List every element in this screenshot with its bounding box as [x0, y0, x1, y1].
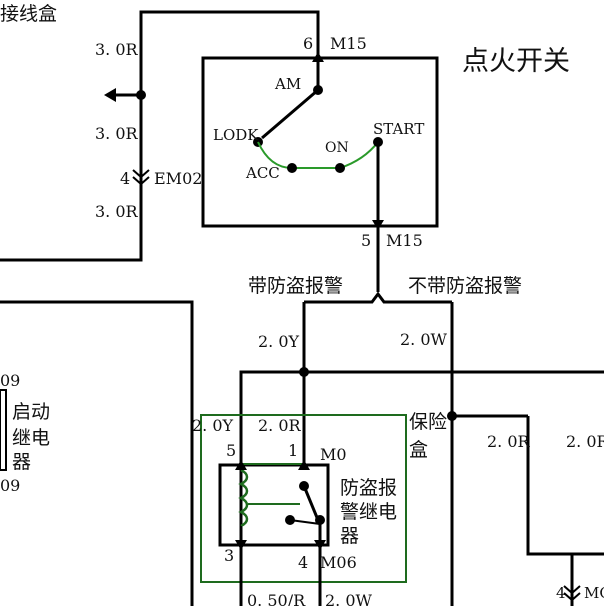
- wire-label: 2. 0Y: [258, 332, 300, 351]
- wire-label: 2. 0Y: [192, 416, 234, 435]
- switch-lever: [261, 88, 319, 140]
- wire-label: 2. 0R: [566, 432, 604, 451]
- start-relay-label: 器: [12, 451, 31, 473]
- wire-label: 3. 0R: [95, 40, 139, 59]
- relay-side-code: 09: [0, 371, 20, 390]
- arrow-down-icon: [372, 220, 384, 230]
- pin-number: 1: [288, 441, 298, 460]
- connector-code: M15: [386, 231, 423, 250]
- wire-junction-top: [0, 10, 320, 262]
- wire-label: 3. 0R: [95, 124, 139, 143]
- ignition-switch-title: 点火开关: [462, 46, 570, 77]
- antitheft-relay-label: 警继电: [340, 501, 397, 523]
- start-relay-bracket: [0, 389, 7, 471]
- wire-label: 0. 50/R: [247, 591, 306, 606]
- antitheft-relay-label: 防盗报: [340, 477, 397, 499]
- junction-dot: [136, 90, 146, 100]
- arrow-left-icon: [104, 88, 116, 102]
- switch-label-start: START: [373, 120, 424, 138]
- switch-acc-contact: [287, 163, 297, 173]
- branch-label-no-alarm: 不带防盗报警: [408, 275, 522, 297]
- switch-label-acc: ACC: [245, 164, 280, 182]
- junction-dot: [299, 367, 309, 377]
- connector-code: EM02: [154, 169, 202, 188]
- switch-position-arc: [257, 141, 379, 169]
- wire-cross-upper: [239, 370, 604, 606]
- relay-coil-icon: [238, 468, 249, 528]
- pin-number: 4: [298, 553, 308, 572]
- relay-side-code: 09: [0, 476, 20, 495]
- relay-contact-arm: [302, 485, 320, 521]
- antitheft-relay-label: 器: [340, 525, 359, 547]
- switch-label-on: ON: [325, 140, 349, 156]
- pin-number: 4: [556, 584, 566, 602]
- connector-code: M15: [330, 34, 367, 53]
- connector-em02-chevron-icon: [132, 169, 150, 179]
- switch-on-contact: [335, 163, 345, 173]
- pin-number: 6: [303, 34, 313, 53]
- antitheft-relay-frame: [200, 414, 407, 583]
- pin-number: 4: [120, 169, 130, 188]
- junction-box-label: 接线盒: [0, 3, 57, 25]
- fuse-box-label: 保险: [409, 411, 447, 433]
- branch-label-alarm: 带防盗报警: [248, 275, 343, 297]
- arrow-up-icon: [312, 52, 324, 62]
- connector-code: M06: [320, 553, 357, 572]
- pin-number: 3: [224, 546, 234, 565]
- wire-label: 3. 0R: [95, 202, 139, 221]
- wire-left-panel: [0, 300, 194, 606]
- connector-code: M0: [320, 445, 347, 464]
- start-relay-label: 继电: [12, 427, 50, 449]
- wire-fuse-right: [526, 416, 604, 556]
- connector-code: MC: [584, 584, 604, 602]
- relay-contact-link: [289, 519, 321, 525]
- switch-label-lock: LODK: [213, 126, 259, 144]
- pin-number: 5: [361, 231, 371, 250]
- connector-em02-chevron-icon: [132, 176, 150, 186]
- pin-number: 5: [226, 441, 236, 460]
- arrow-up-icon: [235, 460, 247, 470]
- fuse-box-label: 盒: [409, 439, 428, 461]
- switch-label-am: AM: [274, 75, 301, 93]
- wire-label: 2. 0W: [400, 330, 448, 349]
- wire-branch-split: [304, 291, 452, 304]
- wire-label: 2. 0W: [325, 591, 373, 606]
- start-relay-label: 启动: [12, 401, 50, 423]
- wire-label: 2. 0R: [258, 416, 302, 435]
- arrow-up-icon: [298, 460, 310, 470]
- wire-label: 2. 0R: [487, 432, 531, 451]
